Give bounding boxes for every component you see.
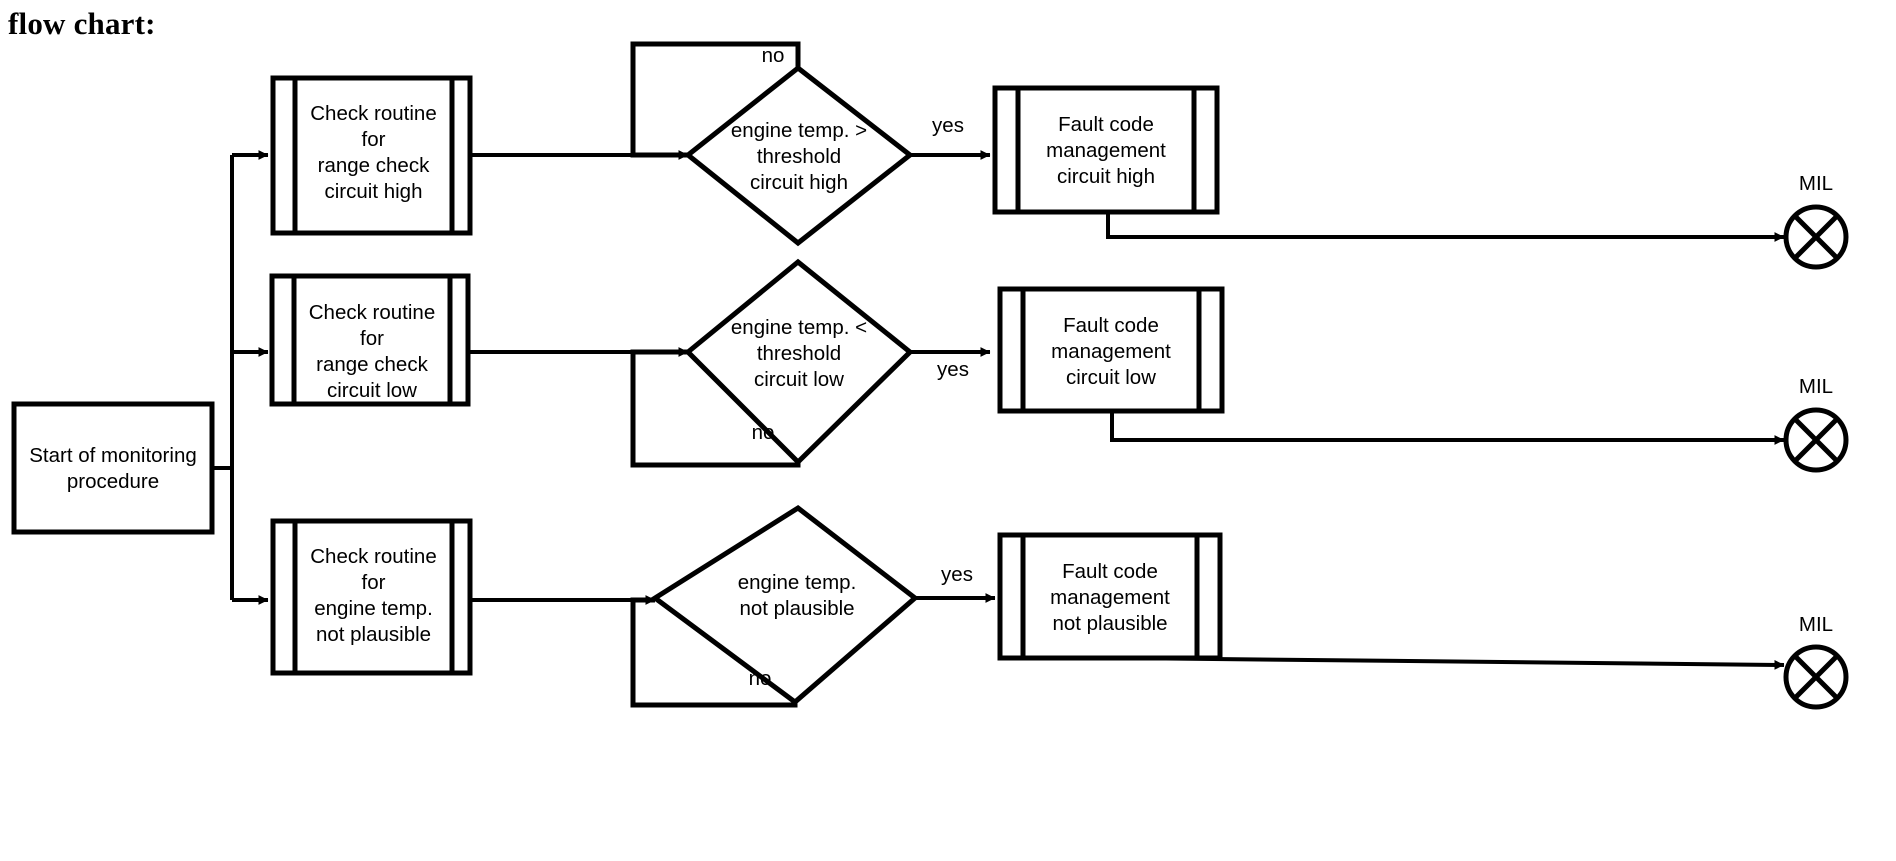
- node-mil-high[interactable]: [1783, 204, 1849, 270]
- edge-label-yes-low: yes: [937, 358, 969, 381]
- edge-fault-low-to-mil: [1110, 411, 1785, 445]
- node-mil-high-label: MIL: [1798, 172, 1834, 195]
- edge-label-yes-plaus: yes: [941, 563, 973, 586]
- edge-label-no-high: no: [761, 44, 785, 67]
- node-mil-low-label: MIL: [1798, 375, 1834, 398]
- node-fault-plaus[interactable]: [997, 532, 1223, 661]
- edge-label-no-plaus: no: [748, 667, 772, 690]
- node-fault-high[interactable]: [992, 85, 1220, 215]
- edge-label-yes-high: yes: [932, 114, 964, 137]
- node-mil-plaus[interactable]: [1783, 644, 1849, 710]
- node-start[interactable]: [11, 401, 215, 535]
- node-dec-high[interactable]: [683, 64, 915, 247]
- edge-no-high: [630, 41, 801, 158]
- edge-label-no-low: no: [751, 421, 775, 444]
- edge-fault-plaus-to-mil: [1119, 656, 1785, 670]
- node-mil-low[interactable]: [1783, 407, 1849, 473]
- node-dec-plaus[interactable]: [650, 504, 919, 706]
- node-check-low[interactable]: [269, 273, 471, 407]
- node-fault-low[interactable]: [997, 286, 1225, 414]
- edge-fault-high-to-mil: [1106, 212, 1785, 242]
- page-title: flow chart:: [8, 6, 156, 41]
- node-mil-plaus-label: MIL: [1798, 613, 1834, 636]
- node-check-plaus[interactable]: [270, 518, 473, 676]
- node-check-high[interactable]: [270, 75, 473, 236]
- node-dec-low[interactable]: [684, 258, 914, 466]
